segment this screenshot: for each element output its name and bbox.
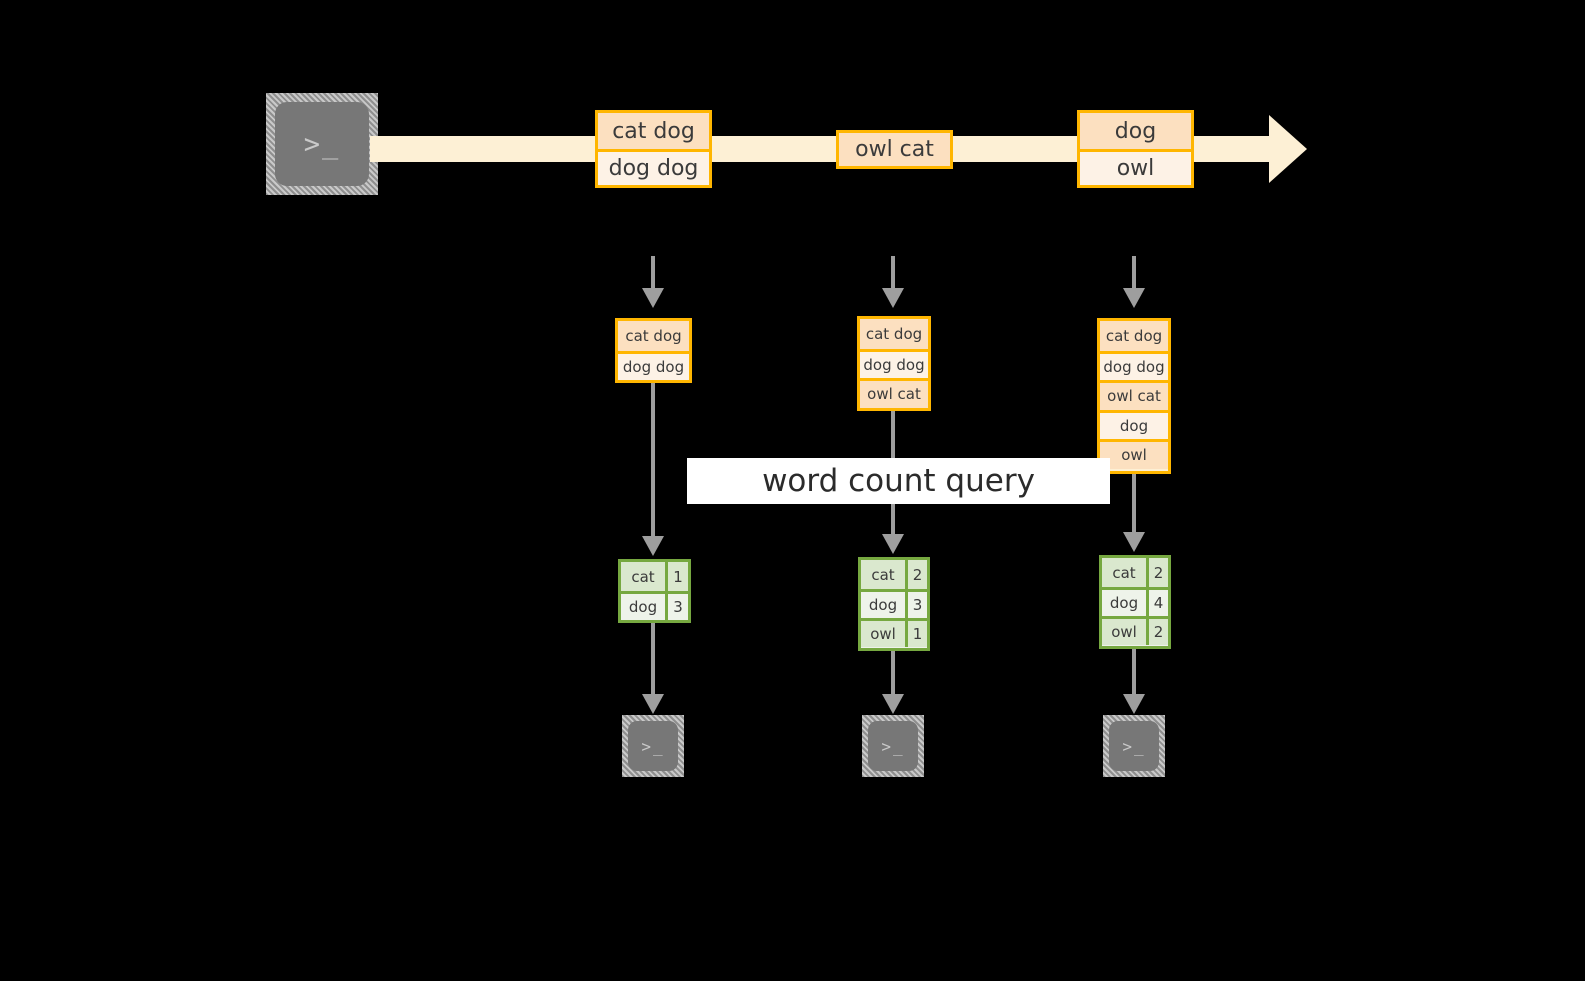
- result-to-sink-arrowhead: [882, 694, 904, 714]
- stream-to-snapshot-arrowhead: [642, 288, 664, 308]
- result-word: dog: [861, 592, 905, 618]
- snapshot-to-result-connector: [1132, 474, 1136, 534]
- stream-to-snapshot-connector: [651, 256, 655, 290]
- snapshot-line: dog dog: [1100, 350, 1168, 380]
- stream-record: cat dog dog dog: [595, 110, 712, 188]
- query-label: word count query: [762, 463, 1035, 499]
- snapshot-line: cat dog: [1100, 321, 1168, 351]
- snapshot-line: owl: [1100, 439, 1168, 469]
- result-row: dog 4: [1102, 587, 1168, 616]
- result-table: cat 2 dog 4 owl 2: [1099, 555, 1171, 649]
- terminal-screen: [628, 721, 678, 771]
- result-to-sink-arrowhead: [642, 694, 664, 714]
- snapshot-to-result-connector: [651, 383, 655, 538]
- snapshot-line: dog: [1100, 409, 1168, 439]
- snapshot-to-result-arrowhead: [1123, 532, 1145, 552]
- stream-to-snapshot-arrowhead: [1123, 288, 1145, 308]
- result-word: dog: [1102, 590, 1146, 616]
- result-table: cat 1 dog 3: [618, 559, 691, 623]
- result-row: cat 1: [621, 562, 688, 591]
- result-word: cat: [861, 560, 905, 589]
- terminal-prompt-glyph: >_: [641, 736, 665, 756]
- source-terminal-icon: >_: [266, 93, 378, 195]
- result-row: dog 3: [621, 591, 688, 620]
- record-line: dog dog: [598, 149, 709, 185]
- event-stream-arrowhead: [1269, 115, 1307, 183]
- snapshot-line: dog dog: [618, 350, 689, 380]
- result-row: cat 2: [861, 560, 927, 589]
- record-line: dog: [1080, 113, 1191, 149]
- terminal-prompt-glyph: >_: [881, 736, 905, 756]
- result-count: 2: [1146, 619, 1168, 645]
- record-line: cat dog: [598, 113, 709, 149]
- terminal-screen: [868, 721, 918, 771]
- snapshot-to-result-arrowhead: [642, 536, 664, 556]
- result-count: 3: [905, 592, 927, 618]
- result-row: owl 1: [861, 618, 927, 647]
- result-count: 3: [665, 594, 688, 620]
- result-count: 4: [1146, 590, 1168, 616]
- terminal-screen: [1109, 721, 1159, 771]
- result-to-sink-arrowhead: [1123, 694, 1145, 714]
- sink-terminal-icon: >_: [1103, 715, 1165, 777]
- result-row: owl 2: [1102, 616, 1168, 645]
- snapshot-line: owl cat: [1100, 380, 1168, 410]
- result-to-sink-connector: [891, 651, 895, 696]
- snapshot-table: cat dog dog dog owl cat: [857, 316, 931, 411]
- query-label-band: word count query: [687, 458, 1110, 504]
- result-word: owl: [861, 621, 905, 647]
- result-row: dog 3: [861, 589, 927, 618]
- result-table: cat 2 dog 3 owl 1: [858, 557, 930, 651]
- result-word: cat: [1102, 558, 1146, 587]
- result-count: 2: [905, 560, 927, 589]
- result-word: cat: [621, 562, 665, 591]
- stream-to-snapshot-connector: [891, 256, 895, 290]
- snapshot-line: dog dog: [860, 348, 928, 378]
- terminal-prompt-glyph: >_: [303, 128, 341, 160]
- record-line: owl: [1080, 149, 1191, 185]
- stream-to-snapshot-arrowhead: [882, 288, 904, 308]
- result-to-sink-connector: [1132, 649, 1136, 696]
- sink-terminal-icon: >_: [862, 715, 924, 777]
- snapshot-table: cat dog dog dog owl cat dog owl: [1097, 318, 1171, 474]
- terminal-screen: [275, 102, 369, 186]
- stream-to-snapshot-connector: [1132, 256, 1136, 290]
- result-to-sink-connector: [651, 623, 655, 696]
- record-line: owl cat: [839, 133, 950, 166]
- snapshot-line: cat dog: [860, 319, 928, 349]
- snapshot-to-result-arrowhead: [882, 534, 904, 554]
- stream-record: dog owl: [1077, 110, 1194, 188]
- snapshot-line: owl cat: [860, 378, 928, 408]
- terminal-prompt-glyph: >_: [1122, 736, 1146, 756]
- snapshot-table: cat dog dog dog: [615, 318, 692, 383]
- result-count: 1: [905, 621, 927, 647]
- snapshot-line: cat dog: [618, 321, 689, 351]
- result-word: owl: [1102, 619, 1146, 645]
- result-count: 1: [665, 562, 688, 591]
- sink-terminal-icon: >_: [622, 715, 684, 777]
- stream-record: owl cat: [836, 130, 953, 169]
- result-word: dog: [621, 594, 665, 620]
- result-row: cat 2: [1102, 558, 1168, 587]
- result-count: 2: [1146, 558, 1168, 587]
